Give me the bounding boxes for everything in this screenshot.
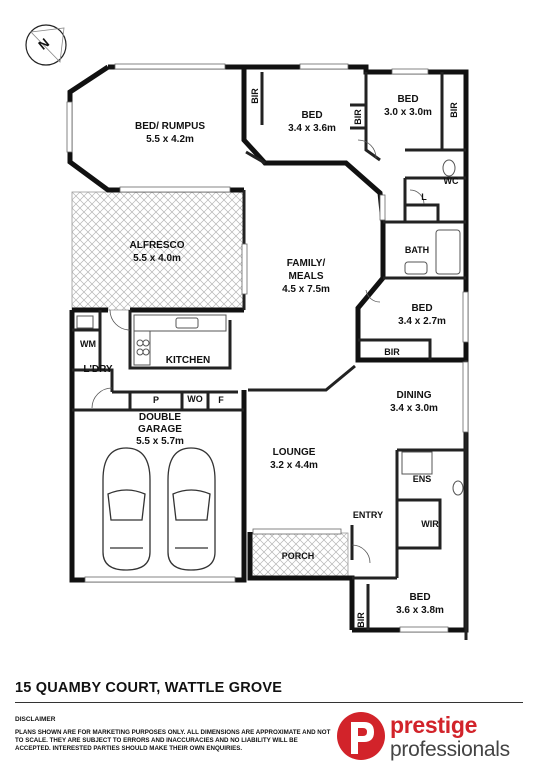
label-entry: ENTRY xyxy=(353,510,383,520)
brand-name-line-2: professionals xyxy=(390,738,510,761)
label-laundry: L'DRY xyxy=(83,364,113,375)
label-bir-3: BIR xyxy=(449,102,459,118)
prestige-logo-icon xyxy=(337,712,385,760)
room-name-bed-3: BED xyxy=(397,94,418,105)
label-ens: ENS xyxy=(413,474,432,484)
room-size-bed-3: 3.0 x 3.0m xyxy=(384,107,432,118)
label-linen: L xyxy=(421,192,427,202)
label-kitchen: KITCHEN xyxy=(166,355,210,366)
label-bir-4: BIR xyxy=(384,347,400,357)
room-size-alfresco: 5.5 x 4.0m xyxy=(133,253,181,264)
car-right-icon xyxy=(167,447,216,571)
door-swings xyxy=(91,139,425,564)
room-name-family-meals: FAMILY/ xyxy=(287,258,326,269)
label-porch: PORCH xyxy=(282,551,315,561)
brand-name-line-1: prestige xyxy=(390,712,478,738)
label-wir: WIR xyxy=(421,519,439,529)
label-bath: BATH xyxy=(405,245,429,255)
compass-icon: N xyxy=(25,24,67,66)
room-name2-family-meals: MEALS xyxy=(289,271,324,282)
kitchen-bench xyxy=(76,314,227,366)
room-name-bed-2: BED xyxy=(301,110,322,121)
floor-plan: N xyxy=(25,24,469,640)
room-size-bed-2: 3.4 x 3.6m xyxy=(288,123,336,134)
room-size-dining: 3.4 x 3.0m xyxy=(390,403,438,414)
room-name-double-garage: DOUBLE xyxy=(139,412,182,423)
divider xyxy=(15,702,523,703)
label-bir-5: BIR xyxy=(356,612,366,628)
room-name-bed-4: BED xyxy=(411,303,432,314)
alfresco-area xyxy=(71,191,245,311)
brand-logo: prestige professionals xyxy=(336,708,526,764)
label-bir-1: BIR xyxy=(250,88,260,104)
compass-label: N xyxy=(35,35,52,53)
windows xyxy=(66,63,469,633)
room-name-lounge: LOUNGE xyxy=(273,447,316,458)
label-fridge: F xyxy=(218,395,224,405)
bathroom-fixtures xyxy=(401,159,464,496)
car-left-icon xyxy=(102,447,151,571)
room-size-bed-4: 3.4 x 2.7m xyxy=(398,316,446,327)
label-wm: WM xyxy=(80,339,96,349)
room-name-bed-rumpus: BED/ RUMPUS xyxy=(135,121,205,132)
room-name-dining: DINING xyxy=(397,390,432,401)
room-name-alfresco: ALFRESCO xyxy=(130,240,185,251)
room-size-bed-rumpus: 5.5 x 4.2m xyxy=(146,134,194,145)
label-wo: WO xyxy=(187,394,203,404)
room-size-family-meals: 4.5 x 7.5m xyxy=(282,284,330,295)
disclaimer-text: Plans shown are for marketing purposes o… xyxy=(15,729,331,752)
room-name2-double-garage: GARAGE xyxy=(138,424,182,435)
label-bir-2: BIR xyxy=(353,109,363,125)
room-size-bed-master: 3.6 x 3.8m xyxy=(396,605,444,616)
label-pantry: P xyxy=(153,395,159,405)
room-size-lounge: 3.2 x 4.4m xyxy=(270,460,318,471)
label-wc: WC xyxy=(444,176,459,186)
disclaimer-title: DISCLAIMER xyxy=(15,716,56,723)
property-address: 15 QUAMBY COURT, WATTLE GROVE xyxy=(15,680,283,696)
room-size-double-garage: 5.5 x 5.7m xyxy=(136,436,184,447)
room-name-bed-master: BED xyxy=(409,592,430,603)
